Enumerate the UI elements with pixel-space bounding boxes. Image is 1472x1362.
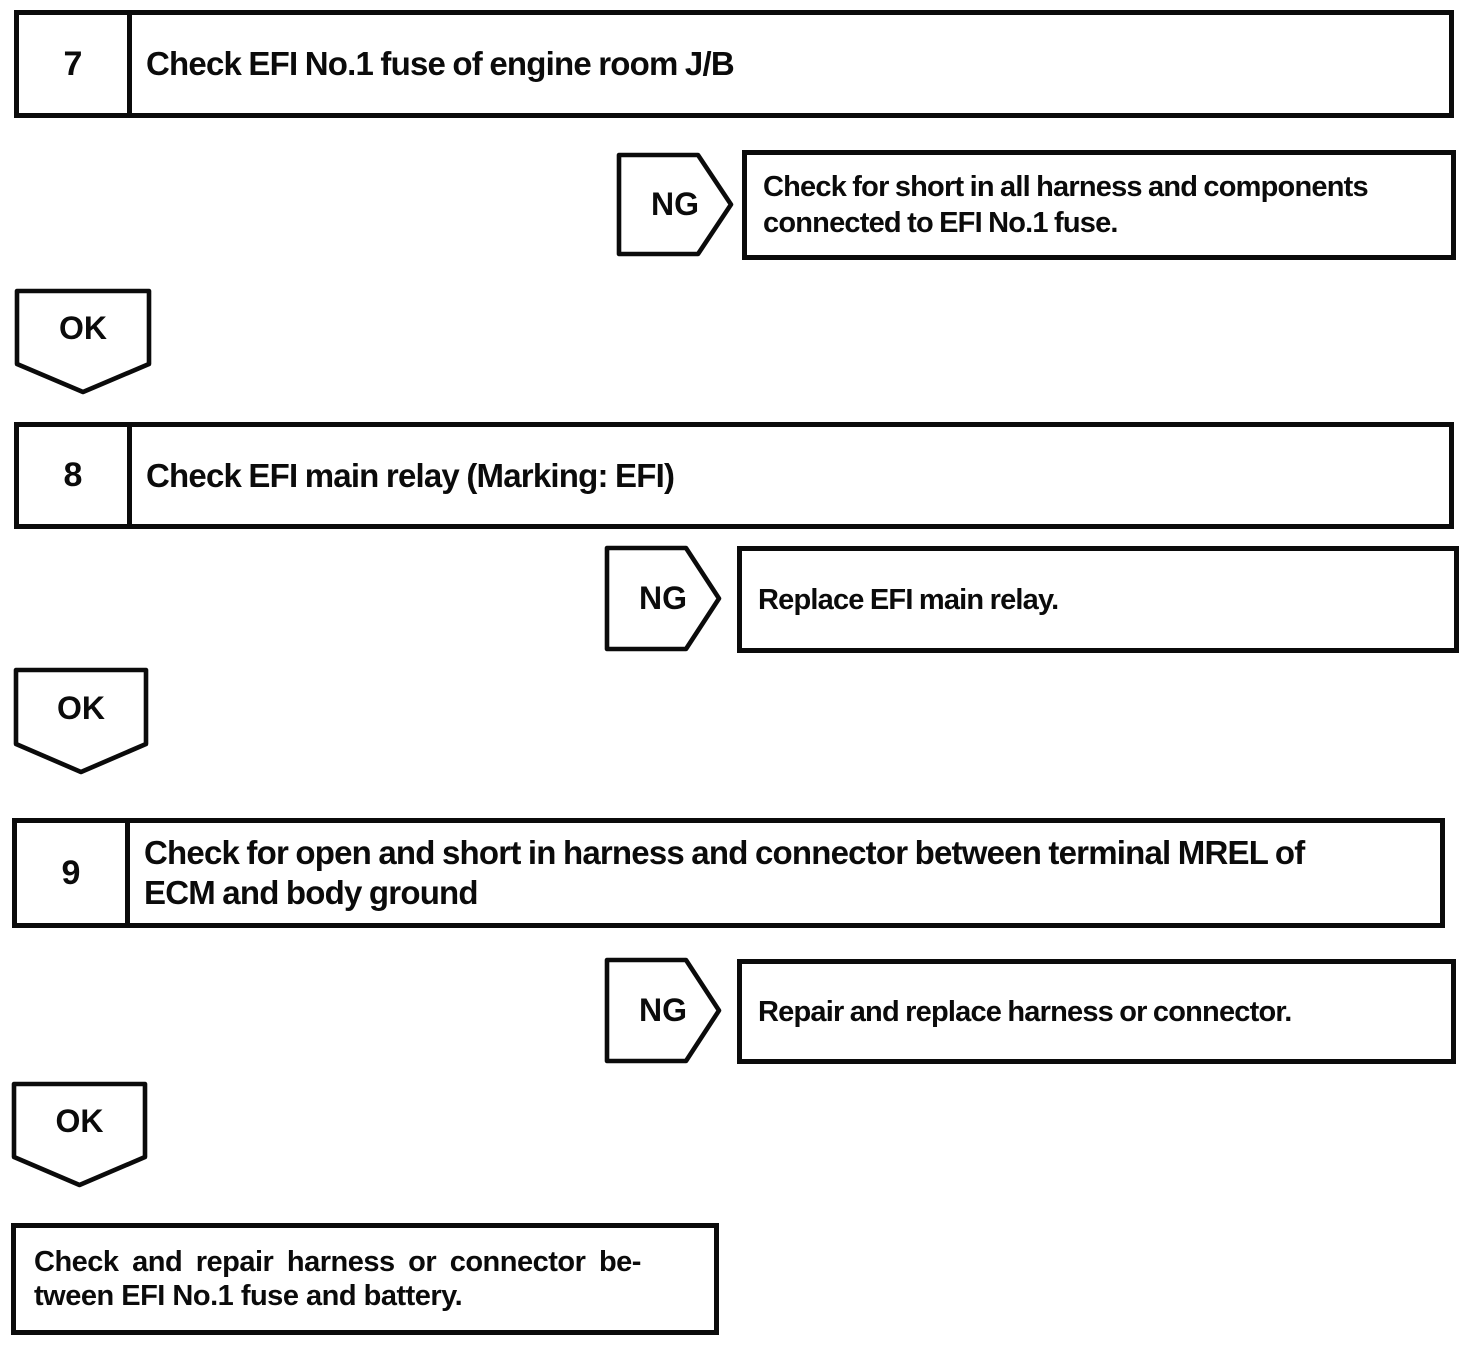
step-9-ng-arrow: NG <box>604 957 722 1064</box>
ng-pentagon-icon <box>604 545 722 652</box>
ng-label: NG <box>651 186 699 222</box>
step-7-ng-arrow: NG <box>616 152 734 257</box>
ok-label: OK <box>57 689 105 726</box>
ng-pentagon-icon <box>604 957 722 1064</box>
result-text-line-2: tween EFI No.1 fuse and battery. <box>34 1280 463 1312</box>
step-8-ng-action-box: Replace EFI main relay. <box>737 546 1459 653</box>
step-9-title: Check for open and short in harness and … <box>144 834 1305 911</box>
result-box: Check and repair harness or connector be… <box>11 1223 719 1335</box>
ok-label: OK <box>59 310 107 347</box>
step-8-ng-action-text: Replace EFI main relay. <box>758 583 1059 616</box>
step-7-ok-arrow: OK <box>14 288 152 395</box>
step-8-number: 8 <box>19 427 132 524</box>
ok-pentagon-icon <box>14 288 152 395</box>
ok-label: OK <box>55 1103 104 1140</box>
step-7-box: 7 Check EFI No.1 fuse of engine room J/B <box>14 10 1454 118</box>
ok-pentagon-icon <box>11 1081 148 1188</box>
step-9-box: 9 Check for open and short in harness an… <box>12 818 1445 928</box>
step-7-ng-action-text: Check for short in all harness and compo… <box>763 171 1369 239</box>
step-8-ok-arrow: OK <box>13 667 149 775</box>
ng-label: NG <box>639 580 687 616</box>
step-8-title: Check EFI main relay (Marking: EFI) <box>146 456 675 494</box>
step-9-number: 9 <box>17 823 130 923</box>
step-7-ng-action-box: Check for short in all harness and compo… <box>742 150 1456 260</box>
step-9-ok-arrow: OK <box>11 1081 148 1188</box>
step-7-title: Check EFI No.1 fuse of engine room J/B <box>146 45 735 82</box>
ok-pentagon-icon <box>13 667 149 775</box>
ng-label: NG <box>639 992 687 1028</box>
result-text-line-1: Check and repair harness or connector be… <box>34 1246 641 1278</box>
step-8-ng-arrow: NG <box>604 545 722 652</box>
step-9-ng-action-box: Repair and replace harness or connector. <box>737 959 1456 1064</box>
step-9-ng-action-text: Repair and replace harness or connector. <box>758 995 1292 1028</box>
step-8-box: 8 Check EFI main relay (Marking: EFI) <box>14 422 1454 529</box>
step-7-number: 7 <box>19 15 132 113</box>
ng-pentagon-icon <box>616 152 734 257</box>
